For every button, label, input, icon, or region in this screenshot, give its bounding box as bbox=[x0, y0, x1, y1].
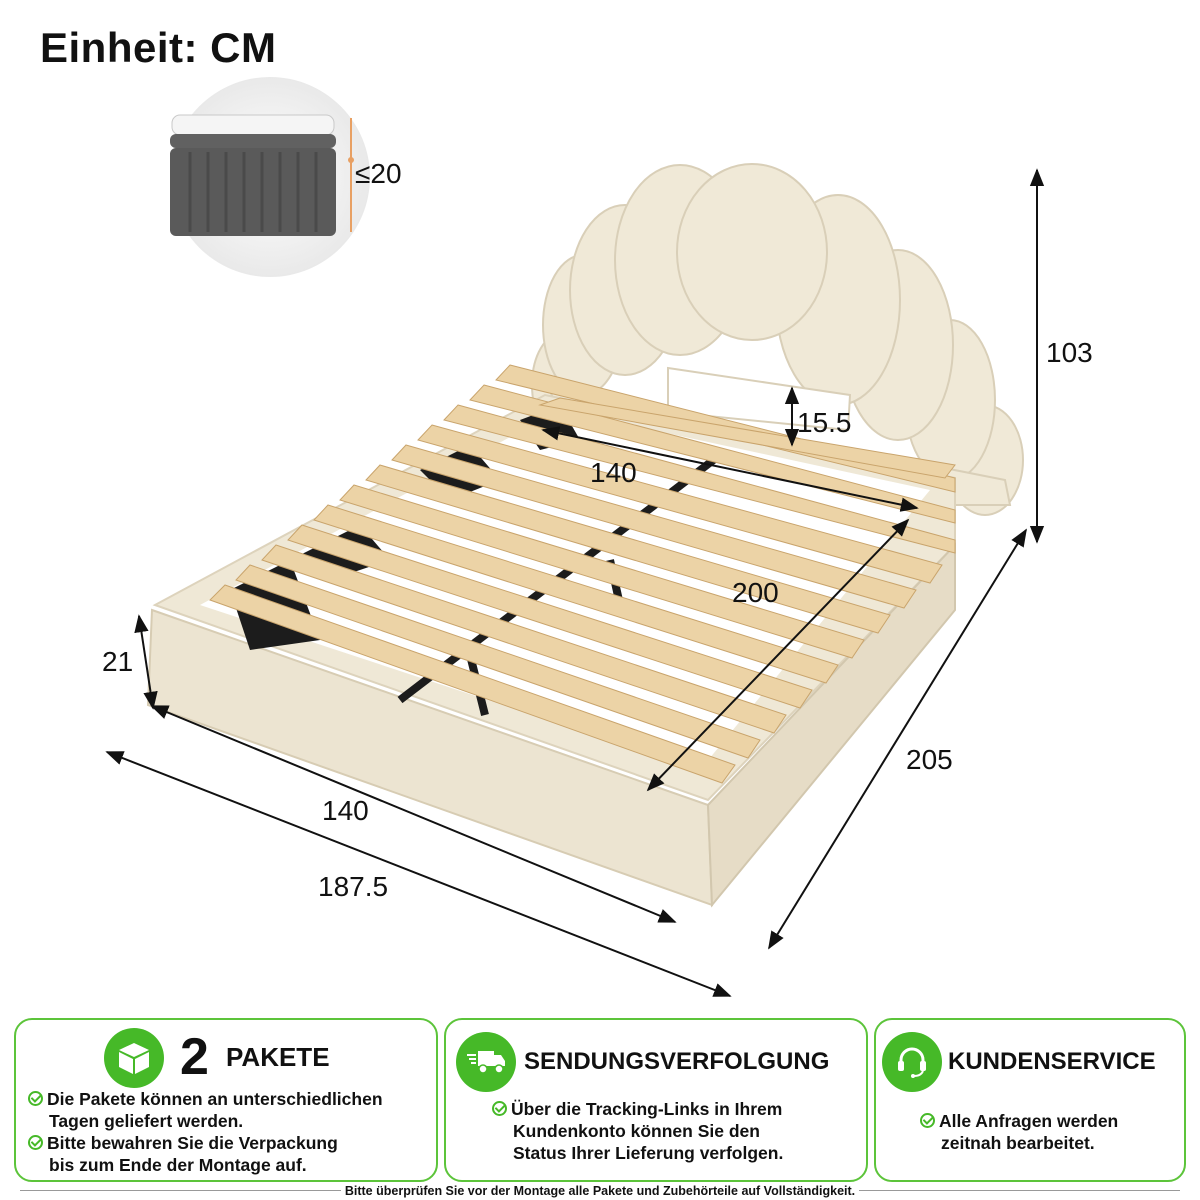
total-width-label: 187.5 bbox=[318, 871, 388, 902]
truck-icon bbox=[456, 1032, 516, 1092]
packages-line-2: Tagen geliefert werden. bbox=[49, 1111, 244, 1131]
service-line-2: zeitnah bearbeitet. bbox=[941, 1133, 1095, 1153]
package-count: 2 bbox=[180, 1028, 209, 1086]
headboard-opening-label: 15.5 bbox=[797, 407, 852, 438]
tracking-line-3: Status Ihrer Lieferung verfolgen. bbox=[513, 1143, 784, 1163]
inner-width-label: 140 bbox=[590, 457, 637, 488]
check-icon bbox=[28, 1135, 43, 1150]
front-width-label: 140 bbox=[322, 795, 369, 826]
mattress-height-label: ≤20 bbox=[355, 158, 402, 189]
unit-heading: Einheit: CM bbox=[40, 24, 277, 71]
inner-length-label: 200 bbox=[732, 577, 779, 608]
packages-line-4: bis zum Ende der Montage auf. bbox=[49, 1155, 307, 1175]
customer-service-card: KUNDENSERVICE Alle Anfragen werden zeitn… bbox=[874, 1018, 1186, 1182]
check-icon bbox=[492, 1101, 507, 1116]
packages-title: PAKETE bbox=[226, 1042, 330, 1072]
tracking-title: SENDUNGSVERFOLGUNG bbox=[524, 1048, 830, 1075]
headset-icon bbox=[882, 1032, 942, 1092]
mattress-thumbnail bbox=[170, 77, 370, 277]
customer-service-title: KUNDENSERVICE bbox=[948, 1048, 1156, 1075]
tracking-line-1: Über die Tracking-Links in Ihrem bbox=[492, 1098, 782, 1120]
service-line-1: Alle Anfragen werden bbox=[920, 1110, 1118, 1132]
frame-height-label: 21 bbox=[102, 646, 133, 677]
check-icon bbox=[28, 1091, 43, 1106]
total-height-label: 103 bbox=[1046, 337, 1093, 368]
tracking-line-2: Kundenkonto können Sie den bbox=[513, 1121, 760, 1141]
packages-line-3: Bitte bewahren Sie die Verpackung bbox=[28, 1132, 338, 1154]
packages-line-1: Die Pakete können an unterschiedlichen bbox=[28, 1088, 383, 1110]
bed-dimension-diagram: ≤20 bbox=[102, 77, 1093, 997]
package-icon bbox=[104, 1028, 164, 1088]
tracking-card: SENDUNGSVERFOLGUNG Über die Tracking-Lin… bbox=[444, 1018, 868, 1182]
packages-card: 2 PAKETE Die Pakete können an unterschie… bbox=[14, 1018, 438, 1182]
check-icon bbox=[920, 1113, 935, 1128]
total-length-label: 205 bbox=[906, 744, 953, 775]
footer-note: Bitte überprüfen Sie vor der Montage all… bbox=[0, 1182, 1200, 1200]
dimension-arrows bbox=[105, 168, 1045, 997]
